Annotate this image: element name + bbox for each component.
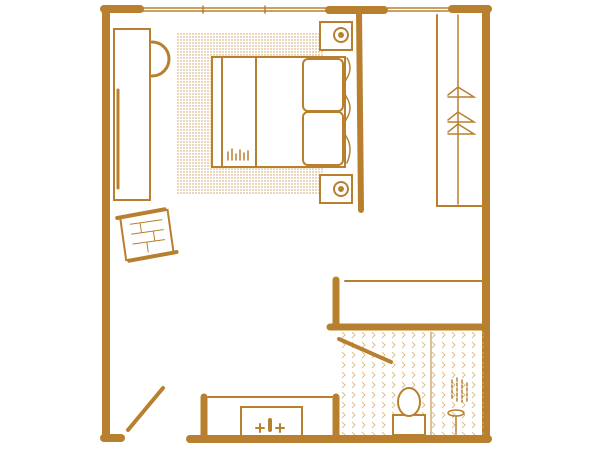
window-top-right [387,7,449,12]
entry-door[interactable] [126,386,165,432]
pillow [302,111,344,166]
desk [113,28,171,201]
desk-chair [150,40,171,78]
closet [436,14,485,207]
outer-walls [100,5,492,443]
hanger-icon [447,123,477,135]
nightstand-bottom [319,174,353,204]
armchair [115,207,179,263]
vanity [200,393,340,441]
window-top-left [141,5,328,14]
toilet [392,387,426,436]
hanger-icon [447,111,477,123]
nightstand-top [319,21,353,51]
bed-partition-wall [356,7,364,213]
sink [240,406,303,438]
shower-icon [447,377,468,435]
pillow [302,58,344,112]
bathroom-door[interactable] [337,337,393,364]
bed [211,56,351,168]
hanger-icon [447,86,477,98]
